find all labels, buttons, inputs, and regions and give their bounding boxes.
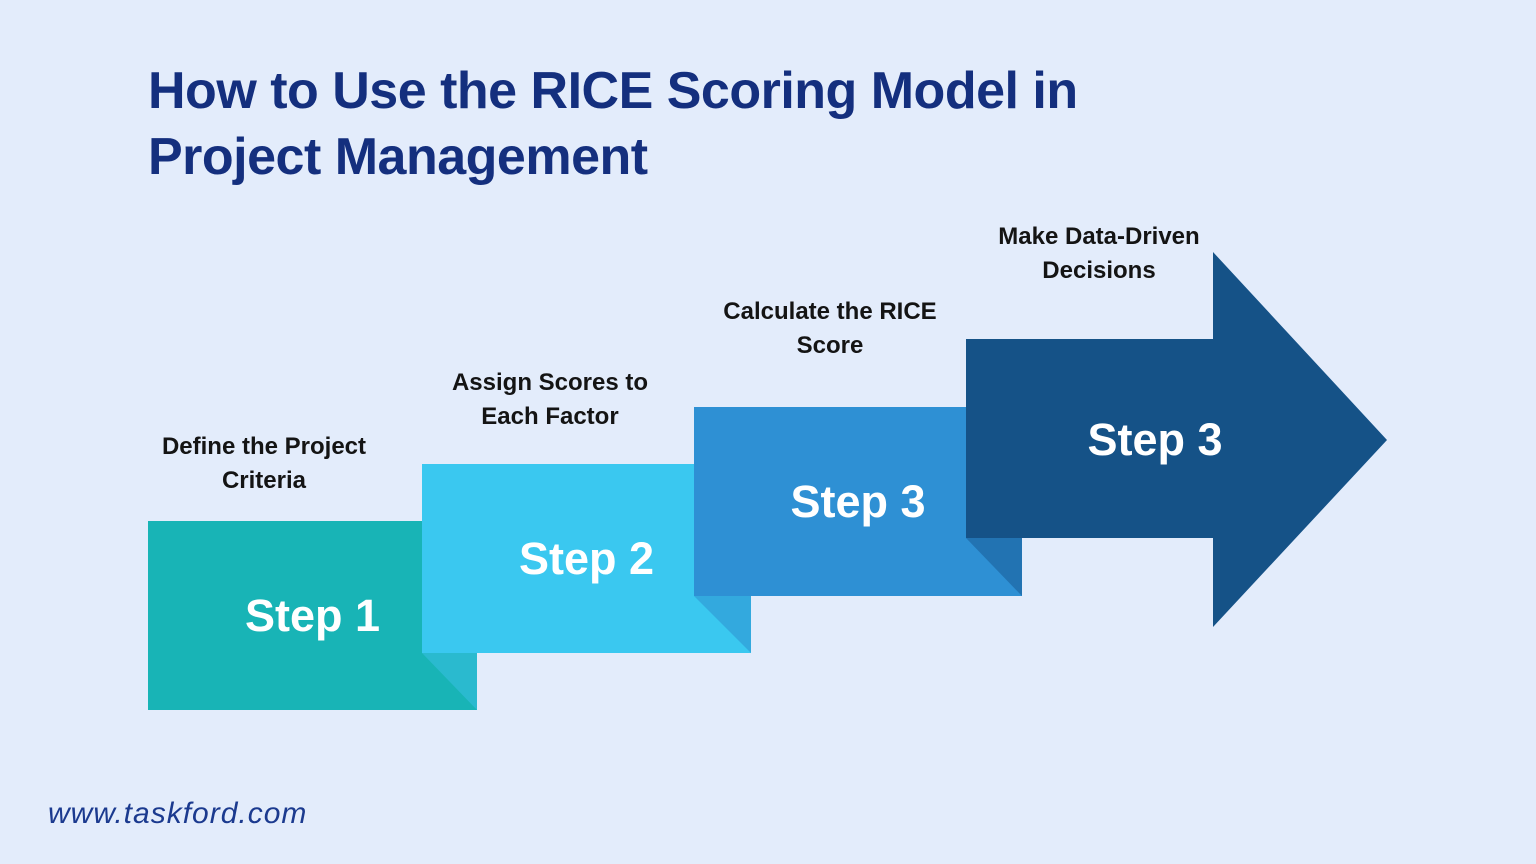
step-4-label-line-1: Make Data-Driven [998,223,1200,250]
step-2-label: Assign Scores to Each Factor [400,366,700,434]
step-3-block-text: Step 3 [790,475,926,527]
step-3-label-line-2: Score [796,332,864,359]
website-url: www.taskford.com [48,797,308,830]
step-4-label: Make Data-Driven Decisions [949,220,1249,288]
step-1-label-line-2: Criteria [221,467,307,494]
step-1-label-line-1: Define the Project [161,433,367,460]
step-4-block-text: Step 3 [1087,414,1223,465]
step-4-label-line-2: Decisions [1042,257,1156,284]
step-3-label-line-1: Calculate the RICE [723,298,937,325]
step-2-label-line-1: Assign Scores to [451,369,649,396]
step-3-label: Calculate the RICE Score [680,295,980,363]
step-4-arrow-block: Step 3 [966,252,1387,627]
page-title: How to Use the RICE Scoring Model in Pro… [148,58,1348,190]
step-2-label-line-2: Each Factor [481,403,619,430]
step-1-block-text: Step 1 [244,589,381,641]
step-2-block-text: Step 2 [518,532,655,584]
page-title-line-2: Project Management [148,128,648,186]
step-1-label: Define the Project Criteria [114,430,414,498]
page-title-line-1: How to Use the RICE Scoring Model in [148,62,1078,120]
